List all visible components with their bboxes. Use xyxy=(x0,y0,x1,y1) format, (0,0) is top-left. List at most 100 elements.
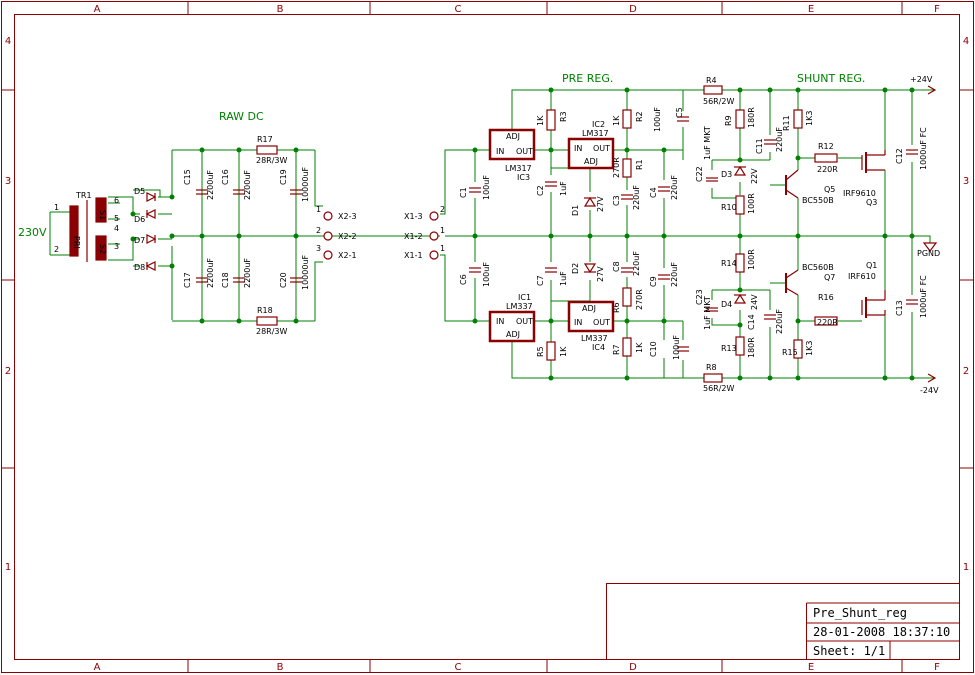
c4-value: 220uF xyxy=(670,175,679,200)
d2-name: D2 xyxy=(571,263,580,274)
col-label-bottom-f: F xyxy=(934,662,940,673)
c5-value: 100uF xyxy=(653,107,662,132)
q3-value: IRF9610 xyxy=(843,189,876,198)
res-r17-value: 28R/3W xyxy=(256,156,288,165)
c10-value: 100uF xyxy=(672,335,681,360)
r9-value: 180R xyxy=(747,107,756,128)
ic2-in: IN xyxy=(574,144,582,153)
r12-value: 220R xyxy=(817,165,838,174)
col-label-bottom-e: E xyxy=(808,662,814,673)
title-block-datetime: 28-01-2008 18:37:10 xyxy=(813,625,950,639)
c9-name: C9 xyxy=(649,276,658,287)
c4-name: C4 xyxy=(649,187,658,198)
r8-name: R8 xyxy=(706,363,717,372)
r3-name: R3 xyxy=(559,111,568,122)
x2-1-pin: 3 xyxy=(316,244,321,253)
c7-name: C7 xyxy=(536,275,545,286)
res-r18-value: 28R/3W xyxy=(256,327,288,336)
r8-value: 56R/2W xyxy=(703,384,735,393)
c3-value: 220uF xyxy=(632,185,641,210)
r6-name: R6 xyxy=(612,302,621,313)
col-label-bottom-a: A xyxy=(94,662,101,673)
r13-value: 180R xyxy=(747,337,756,358)
row-label-right-4: 4 xyxy=(963,36,969,47)
row-label-left-2: 2 xyxy=(5,366,11,377)
c14-name: C14 xyxy=(747,314,756,330)
c8-value: 220uF xyxy=(632,251,641,276)
title-block-sheet: Sheet: 1/1 xyxy=(813,644,885,658)
ic4-adj: ADJ xyxy=(582,304,596,313)
cap-c20-value: 10000uF xyxy=(301,254,310,290)
r2-value: 1K xyxy=(612,115,621,126)
res-r18-name: R18 xyxy=(257,306,273,315)
transformer-s2-label: S2 xyxy=(98,244,107,254)
x2-3-pin: 1 xyxy=(316,205,321,214)
cap-c17-name: C17 xyxy=(183,272,192,288)
r5-value: 1K xyxy=(559,346,568,357)
x2-2-pin: 2 xyxy=(316,226,321,235)
ic4-ref: IC4 xyxy=(592,343,605,352)
x1-3-label: X1-3 xyxy=(404,212,423,221)
c1-name: C1 xyxy=(459,187,468,198)
c14-value: 220uF xyxy=(775,309,784,334)
rectifier-diodes xyxy=(145,192,157,271)
transformer-pin-4: 4 xyxy=(114,224,119,233)
c1-value: 100uF xyxy=(482,175,491,200)
q5-name: Q5 xyxy=(824,185,835,194)
rail-pos-label: +24V xyxy=(910,75,933,84)
transformer-pri-label: PRI xyxy=(72,236,81,249)
col-label-bottom-d: D xyxy=(629,662,637,673)
diode-d7-label: D7 xyxy=(134,236,145,245)
q5-value: BC550B xyxy=(802,196,834,205)
cap-c16-name: C16 xyxy=(221,169,230,185)
r1-value: 270R xyxy=(612,157,621,178)
r3-value: 1K xyxy=(536,115,545,126)
cap-c19-value: 10000uF xyxy=(301,166,310,202)
c8-name: C8 xyxy=(612,261,621,272)
r2-name: R2 xyxy=(635,111,644,122)
c22-value: 1uF MKT xyxy=(703,126,712,160)
ic1-in: IN xyxy=(496,317,504,326)
rail-neg-label: -24V xyxy=(920,386,939,395)
ic3-ref: IC3 xyxy=(517,173,530,182)
r6-value: 270R xyxy=(635,289,644,310)
q7-name: Q7 xyxy=(824,273,835,282)
ic2-out: OUT xyxy=(593,144,610,153)
c7-value: 1uF xyxy=(559,271,568,286)
col-label-top-b: B xyxy=(277,4,284,15)
r10-value: 100R xyxy=(747,193,756,214)
transformer-pin-1: 1 xyxy=(54,203,59,212)
r15-value: 1K3 xyxy=(805,341,814,356)
transformer-pin-3: 3 xyxy=(114,242,119,251)
ic4-out: OUT xyxy=(593,318,610,327)
r16-name: R16 xyxy=(818,293,834,302)
c11-value: 220uF xyxy=(775,127,784,152)
x1-2-label: X1-2 xyxy=(404,232,423,241)
col-label-bottom-b: B xyxy=(277,662,284,673)
x1-3-pin: 2 xyxy=(440,205,445,214)
component-symbols xyxy=(69,85,938,383)
raw-caps xyxy=(196,189,302,283)
row-label-right-2: 2 xyxy=(963,366,969,377)
cap-c15-name: C15 xyxy=(183,169,192,185)
c23-name: C23 xyxy=(695,289,704,305)
r10-name: R10 xyxy=(721,203,737,212)
cap-c18-name: C18 xyxy=(221,272,230,288)
row-label-left-4: 4 xyxy=(5,36,11,47)
c11-name: C11 xyxy=(755,138,764,154)
transformer-pin-6: 6 xyxy=(114,196,119,205)
ic4-in: IN xyxy=(574,318,582,327)
c23-value: 1uF MKT xyxy=(703,296,712,330)
transformer-s1-label: S1 xyxy=(98,210,107,220)
col-label-top-e: E xyxy=(808,4,814,15)
d1-name: D1 xyxy=(571,205,580,216)
d4-value: 24V xyxy=(750,294,759,310)
c22-name: C22 xyxy=(695,166,704,182)
c12-name: C12 xyxy=(895,148,904,164)
r11-value: 1K3 xyxy=(805,111,814,126)
cap-c17-value: 2200uF xyxy=(206,258,215,288)
r1-name: R1 xyxy=(635,159,644,170)
diode-d8-label: D8 xyxy=(134,263,145,272)
